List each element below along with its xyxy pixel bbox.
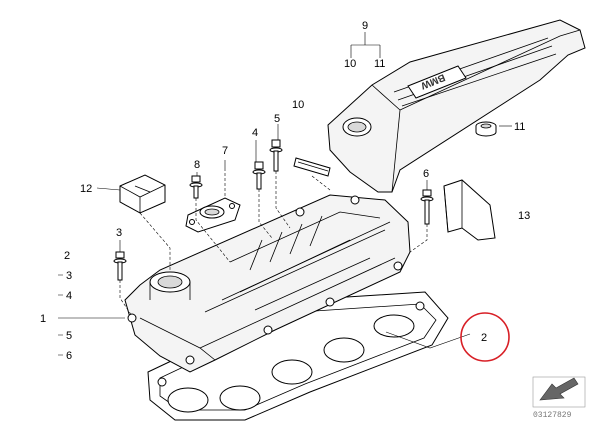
callout-4-bolt[interactable]: 4	[252, 127, 258, 139]
callout-2-circled[interactable]: 2	[481, 332, 487, 344]
oil-filler-cap[interactable]	[119, 174, 166, 214]
callout-11-grommet[interactable]: 11	[514, 121, 525, 133]
callout-11-group[interactable]: 11	[374, 58, 385, 70]
drawing-id: 03127829	[533, 411, 572, 420]
callout-6-left[interactable]: 6	[66, 350, 72, 362]
callout-3-left[interactable]: 3	[66, 270, 72, 282]
assembly-lines	[119, 168, 428, 317]
callout-1[interactable]: 1	[40, 313, 46, 325]
bolt-4[interactable]	[252, 161, 266, 190]
callout-labels: 1 2 3 4 5 6 2 3 4 5 6 7 8 9 10 10 11 11 …	[40, 20, 530, 362]
valve-cover-gasket[interactable]	[147, 291, 449, 421]
bolt-5[interactable]	[269, 139, 283, 172]
flange-seal[interactable]	[185, 197, 241, 233]
callout-8[interactable]: 8	[194, 159, 200, 171]
callout-13[interactable]: 13	[518, 210, 530, 222]
bolt-8[interactable]	[189, 175, 203, 199]
seal-strip[interactable]	[293, 157, 331, 177]
callout-10-strip[interactable]: 10	[292, 99, 304, 111]
engine-cover[interactable]: BMW	[327, 19, 586, 193]
callout-5-left[interactable]: 5	[66, 330, 72, 342]
callout-2-left[interactable]: 2	[64, 250, 70, 262]
arrow-corner-icon	[532, 376, 586, 408]
callout-9[interactable]: 9	[362, 20, 368, 32]
heat-shield[interactable]	[443, 179, 496, 241]
bolt-3[interactable]	[113, 251, 127, 281]
highlight-circle	[460, 312, 510, 362]
callout-5-bolt[interactable]: 5	[274, 113, 280, 125]
leader-lines	[58, 32, 512, 356]
callout-12[interactable]: 12	[80, 183, 92, 195]
callout-7[interactable]: 7	[222, 145, 228, 157]
callout-10-group[interactable]: 10	[344, 58, 356, 70]
bolt-6[interactable]	[420, 189, 434, 225]
callout-6-bolt[interactable]: 6	[423, 168, 429, 180]
callout-3-bolt[interactable]: 3	[116, 227, 122, 239]
grommet[interactable]	[475, 121, 497, 137]
callout-4-left[interactable]: 4	[66, 290, 72, 302]
cylinder-head-cover[interactable]	[124, 194, 411, 373]
